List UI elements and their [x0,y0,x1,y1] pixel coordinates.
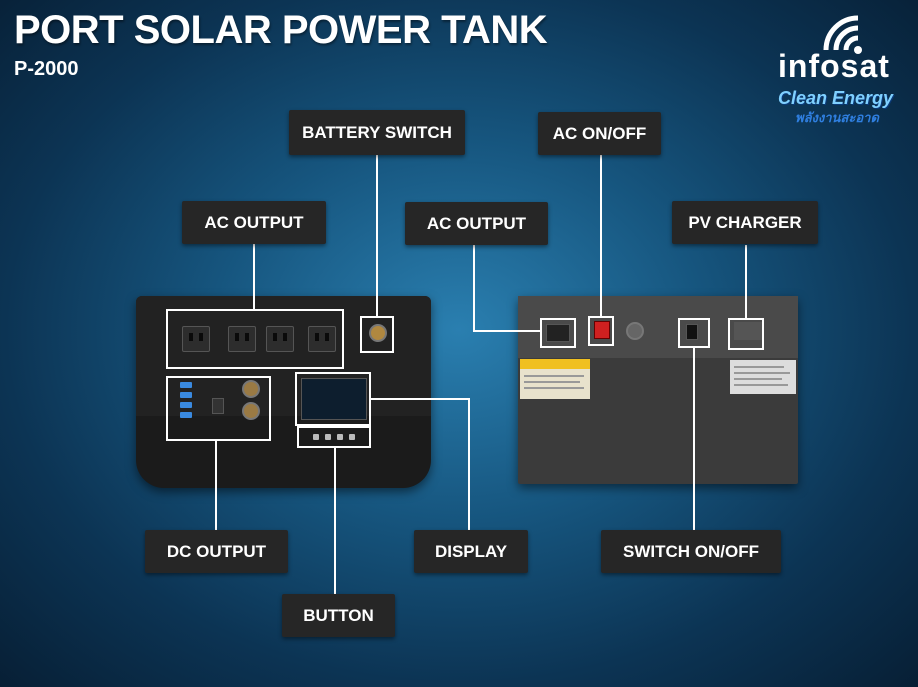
lcd-display [301,378,367,420]
rear-ac-socket-icon [546,324,570,342]
usb-port-icon [180,382,192,388]
label-display: DISPLAY [414,530,528,573]
label-pv-charger: PV CHARGER [672,201,818,244]
ac-power-switch [594,321,610,339]
usb-port-icon [180,402,192,408]
button-highlight [297,426,371,448]
pv-connector-icon [734,322,762,340]
ac-socket-icon [266,326,294,352]
battery-switch-knob [369,324,387,342]
battery-switch-highlight [360,316,394,353]
dc-port-icon [242,402,260,420]
ac-on-off-highlight [588,316,614,346]
ac-output-left-highlight [166,309,344,369]
ac-socket-icon [182,326,210,352]
callout-line [376,155,378,316]
ac-socket-icon [228,326,256,352]
callout-line [371,398,470,400]
warning-sticker [520,359,590,399]
label-switch-on-off: SWITCH ON/OFF [601,530,781,573]
spec-sticker [730,360,796,394]
label-ac-on-off: AC ON/OFF [538,112,661,155]
wifi-signal-icon [823,15,862,54]
rear-port-icon [626,322,644,340]
switch-on-off-highlight [678,318,710,348]
callout-line [473,330,540,332]
ac-output-right-highlight [540,318,576,348]
brand-logo: infosat [778,48,890,84]
callout-line [745,245,747,318]
callout-line [215,441,217,530]
clean-energy-logo: Clean Energy [778,88,894,108]
callout-line [473,245,475,331]
page-title: PORT SOLAR POWER TANK [14,8,548,52]
display-highlight [295,372,371,426]
dc-output-highlight [166,376,271,441]
control-button-icon [313,434,319,440]
clean-energy-thai: พลังงานสะอาด [795,110,879,125]
rocker-switch-icon [686,324,698,340]
callout-line [600,155,602,316]
callout-line [693,348,695,530]
dc-port-icon [242,380,260,398]
usb-port-icon [180,412,192,418]
label-battery-switch: BATTERY SWITCH [289,110,465,155]
label-ac-output-right: AC OUTPUT [405,202,548,245]
callout-line [334,448,336,594]
control-button-icon [325,434,331,440]
callout-line [253,244,255,309]
label-ac-output-left: AC OUTPUT [182,201,326,244]
control-button-icon [337,434,343,440]
label-button: BUTTON [282,594,395,637]
usb-port-icon [180,392,192,398]
label-dc-output: DC OUTPUT [145,530,288,573]
dc-switch [212,398,224,414]
ac-socket-icon [308,326,336,352]
control-button-icon [349,434,355,440]
model-number: P-2000 [14,58,79,80]
callout-line [468,398,470,530]
pv-charger-highlight [728,318,764,350]
